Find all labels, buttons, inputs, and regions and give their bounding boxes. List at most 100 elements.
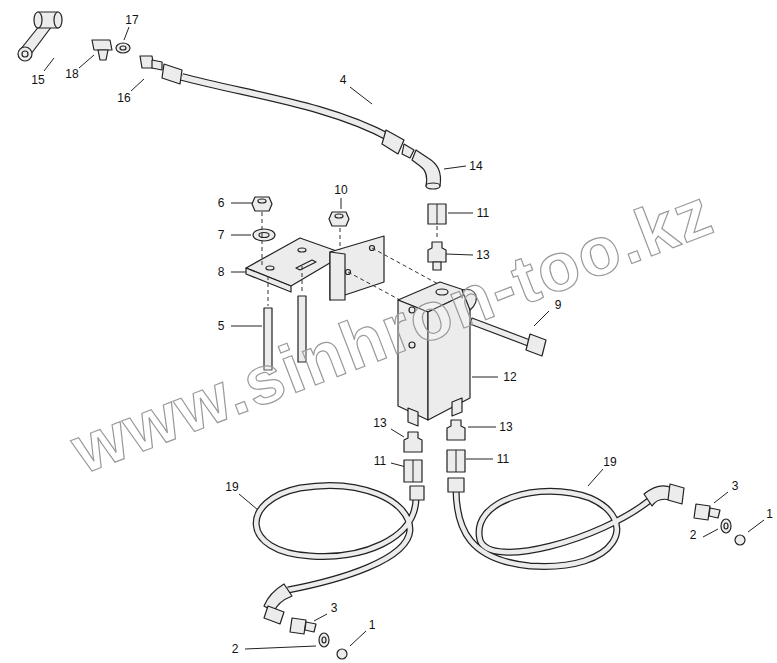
- leader-line: [239, 494, 258, 510]
- callout-number: 14: [468, 159, 483, 173]
- washer: [253, 229, 275, 241]
- hose: [456, 488, 650, 566]
- callout-number: 13: [498, 420, 513, 434]
- washer: [116, 43, 130, 53]
- nut: [437, 204, 438, 224]
- callout-number: 11: [496, 452, 510, 466]
- leader-line: [444, 166, 466, 169]
- leader-line: [231, 326, 262, 327]
- nut: [337, 649, 347, 659]
- washer: [319, 519, 731, 647]
- nut: [335, 214, 343, 218]
- callout-number: 1: [765, 507, 774, 521]
- adapter: [447, 420, 465, 440]
- elbow-fitting: [412, 150, 441, 189]
- nut: [428, 204, 446, 224]
- leader-line: [131, 79, 144, 91]
- mounting-bracket: [330, 236, 384, 300]
- hose: [256, 486, 416, 590]
- adapter: [404, 432, 422, 452]
- hose: [162, 64, 182, 84]
- hose: [402, 144, 414, 158]
- adapter: [428, 242, 446, 270]
- leader-line: [703, 529, 718, 537]
- nut: [258, 199, 266, 203]
- washer: [724, 523, 728, 529]
- hose: [264, 606, 284, 624]
- leader-line: [588, 469, 603, 486]
- nut: [329, 212, 349, 226]
- callout-number: 6: [217, 196, 226, 210]
- elbow-fitting: [412, 150, 441, 186]
- callout-number: 8: [217, 265, 226, 279]
- callout-number: 7: [217, 228, 226, 242]
- nut: [252, 197, 272, 211]
- leader-line: [44, 58, 54, 71]
- banjo-fitting: [34, 12, 42, 28]
- hose: [256, 478, 684, 624]
- stud: [302, 266, 303, 294]
- adapter: [305, 622, 316, 632]
- callout-number: 15: [30, 73, 45, 87]
- nut: [337, 535, 745, 659]
- adapter: [290, 618, 306, 634]
- washer: [259, 233, 269, 238]
- leader-line: [472, 377, 498, 378]
- leader-line: [350, 87, 372, 104]
- callout-number: 5: [217, 319, 226, 333]
- assembly-line: [340, 228, 341, 250]
- leader-line: [231, 235, 251, 236]
- washer: [120, 46, 126, 50]
- nut: [329, 212, 349, 226]
- nut: [735, 535, 745, 545]
- banjo-bolt: [98, 50, 108, 60]
- leader-line: [245, 646, 316, 649]
- washer: [253, 229, 275, 241]
- callout-number: 19: [602, 455, 617, 469]
- leader-line: [341, 198, 342, 209]
- washer: [116, 43, 130, 53]
- leader-line: [448, 213, 473, 214]
- callout-number: 13: [372, 416, 387, 430]
- adapter: [290, 504, 720, 634]
- leader-line: [391, 429, 404, 437]
- mounting-bracket: [330, 252, 345, 300]
- leader-line: [748, 520, 764, 532]
- mounting-bracket: [298, 248, 306, 252]
- hose: [448, 478, 464, 492]
- callout-number: 11: [476, 206, 490, 220]
- banjo-fitting: [18, 47, 32, 61]
- hose: [382, 130, 404, 154]
- hose: [456, 488, 650, 566]
- hose: [162, 64, 414, 158]
- banjo-bolt: [92, 40, 112, 60]
- hose: [668, 484, 684, 504]
- adapter: [694, 504, 710, 520]
- callout-number: 17: [124, 13, 139, 27]
- nut: [428, 204, 446, 224]
- adapter: [709, 508, 720, 518]
- valve-block: [408, 408, 418, 426]
- callout-number: 19: [224, 480, 239, 494]
- leader-line: [534, 311, 549, 326]
- nut: [413, 460, 414, 482]
- washer: [319, 633, 329, 647]
- callout-number: 18: [64, 67, 79, 81]
- assembly-line: [262, 212, 263, 266]
- callout-number: 1: [368, 618, 377, 632]
- callout-number: 3: [731, 479, 740, 493]
- leader-line: [468, 427, 496, 428]
- banjo-bolt: [92, 40, 112, 50]
- nut: [456, 450, 457, 472]
- banjo-fitting: [18, 12, 62, 61]
- assembly-line: [437, 226, 438, 240]
- nut: [252, 197, 272, 211]
- nut: [447, 450, 465, 472]
- leader-line: [231, 203, 252, 204]
- hose: [256, 486, 416, 590]
- leader-line: [314, 614, 327, 621]
- adapter: [140, 56, 162, 70]
- watermark: www.sinhron-too.kz: [63, 177, 722, 484]
- nut: [404, 460, 422, 482]
